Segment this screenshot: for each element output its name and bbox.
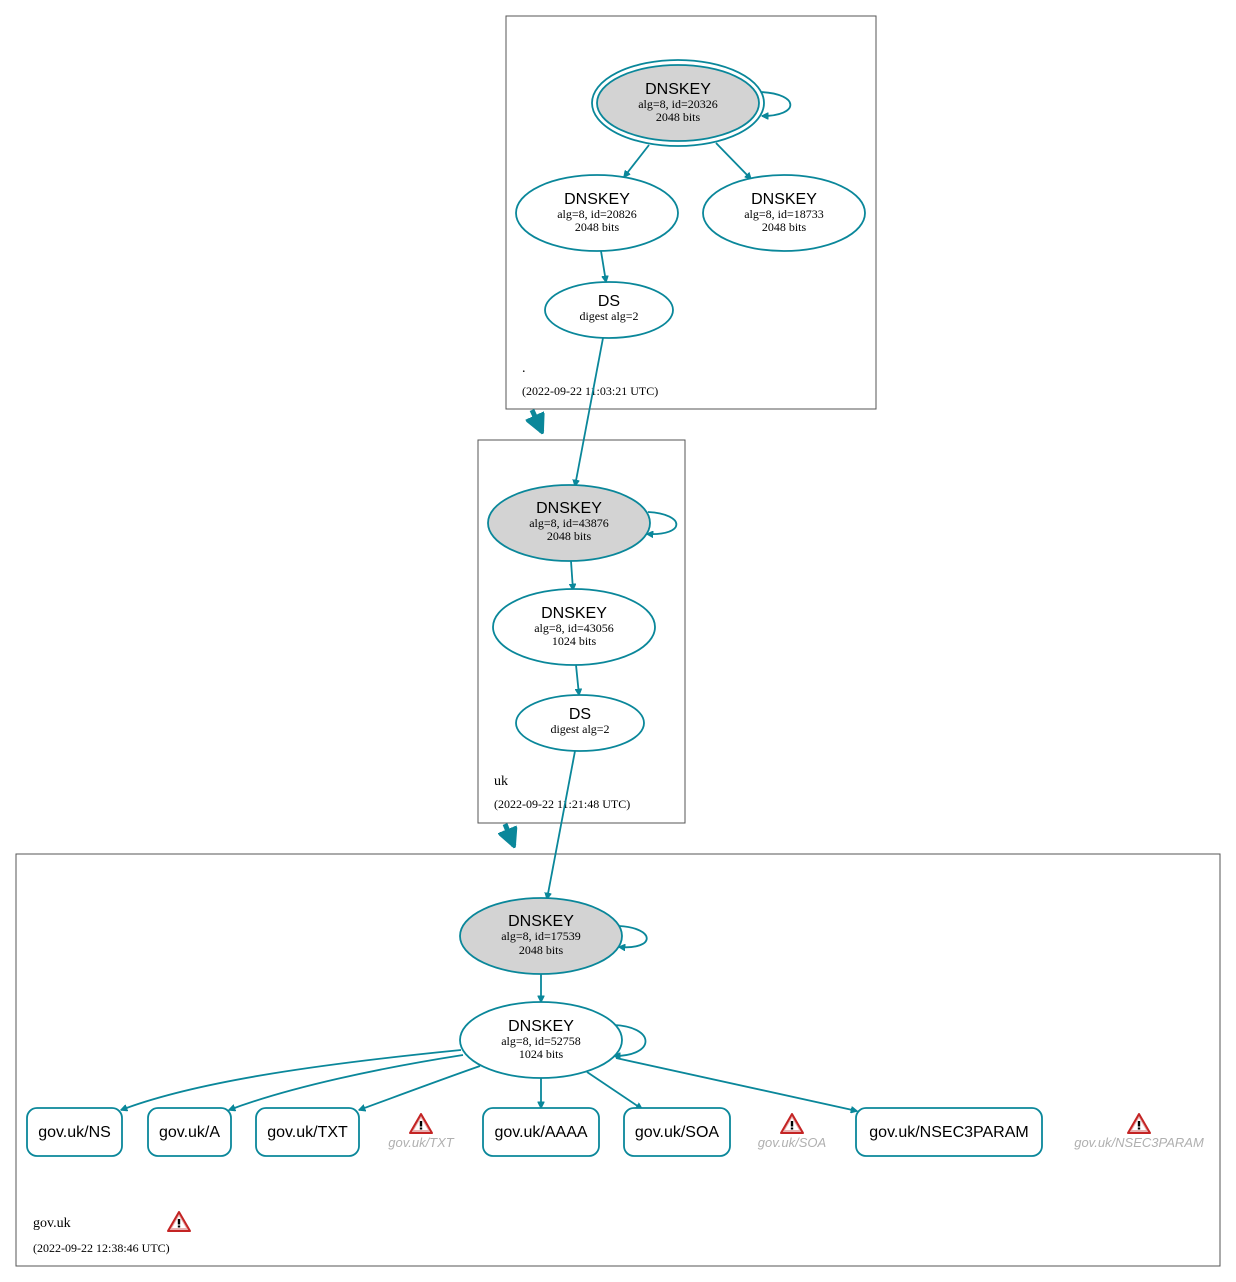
zone-uk-box xyxy=(477,439,686,824)
node-title: DS xyxy=(598,293,620,310)
ghost-rrset-label: gov.uk/NSEC3PARAM xyxy=(1074,1135,1204,1150)
edge-zsk-soa xyxy=(586,1071,642,1109)
rrset-node-a[interactable]: gov.uk/A xyxy=(147,1107,232,1157)
delegation-arrow-uk-govuk xyxy=(505,823,514,846)
edge-zsk-a xyxy=(229,1054,464,1110)
dnskey-node-govuk-ksk[interactable]: DNSKEY alg=8, id=17539 2048 bits xyxy=(459,897,623,975)
warning-triangle-icon xyxy=(409,1113,433,1134)
node-detail: 1024 bits xyxy=(552,634,597,648)
selfloop-govuk-ksk xyxy=(619,925,648,947)
zone-root-box xyxy=(505,15,877,410)
node-detail: 2048 bits xyxy=(519,943,564,957)
rrset-label: gov.uk/NSEC3PARAM xyxy=(869,1124,1028,1141)
selfloop-root-ksk xyxy=(760,91,792,116)
zone-govuk-name: gov.uk xyxy=(33,1216,71,1231)
dnskey-node-root-zsk-20826[interactable]: DNSKEY alg=8, id=20826 2048 bits xyxy=(515,174,679,252)
rrset-label: gov.uk/AAAA xyxy=(494,1124,587,1141)
node-detail: 2048 bits xyxy=(547,529,592,543)
ghost-rrset-nsec3param[interactable]: gov.uk/NSEC3PARAM xyxy=(1074,1113,1204,1150)
node-detail: digest alg=2 xyxy=(579,309,638,323)
ghost-rrset-soa[interactable]: gov.uk/SOA xyxy=(758,1113,826,1150)
node-detail: alg=8, id=18733 xyxy=(744,207,824,221)
node-detail: 2048 bits xyxy=(762,220,807,234)
ghost-rrset-label: gov.uk/SOA xyxy=(758,1135,826,1150)
ds-node-govuk[interactable]: DS digest alg=2 xyxy=(515,694,645,752)
edge-root-ksk-zsk2 xyxy=(715,142,751,179)
node-title: DNSKEY xyxy=(536,500,602,517)
selfloop-govuk-zsk xyxy=(614,1024,647,1056)
rrset-node-txt[interactable]: gov.uk/TXT xyxy=(255,1107,360,1157)
node-title: DNSKEY xyxy=(508,1018,574,1035)
zone-govuk-timestamp: (2022-09-22 12:38:46 UTC) xyxy=(33,1241,170,1255)
edge-zsk-txt xyxy=(359,1065,481,1110)
node-detail: alg=8, id=43056 xyxy=(534,621,614,635)
node-title: DNSKEY xyxy=(645,81,711,98)
node-detail: 2048 bits xyxy=(575,220,620,234)
rrset-node-soa[interactable]: gov.uk/SOA xyxy=(623,1107,731,1157)
node-detail: alg=8, id=17539 xyxy=(501,929,581,943)
warning-triangle-icon xyxy=(167,1211,191,1232)
zone-govuk-box xyxy=(15,853,1221,1267)
zone-root-name: . xyxy=(522,361,526,376)
edge-zsk-ns xyxy=(121,1049,462,1110)
edge-root-zsk1-ds xyxy=(600,250,606,282)
node-detail: alg=8, id=20826 xyxy=(557,207,637,221)
rrset-label: gov.uk/TXT xyxy=(267,1124,348,1141)
edge-uk-ksk-zsk xyxy=(571,560,573,590)
dnskey-node-govuk-zsk[interactable]: DNSKEY alg=8, id=52758 1024 bits xyxy=(459,1001,623,1079)
zone-root-timestamp: (2022-09-22 11:03:21 UTC) xyxy=(522,384,658,398)
node-title: DS xyxy=(569,706,591,723)
node-detail: alg=8, id=52758 xyxy=(501,1034,581,1048)
ghost-rrset-txt[interactable]: gov.uk/TXT xyxy=(388,1113,455,1150)
edge-uk-zsk-ds xyxy=(576,664,579,695)
edge-zsk-nsec3param xyxy=(615,1057,857,1111)
rrset-node-aaaa[interactable]: gov.uk/AAAA xyxy=(482,1107,600,1157)
rrset-label: gov.uk/A xyxy=(159,1124,220,1141)
node-title: DNSKEY xyxy=(564,191,630,208)
edge-ds-govuk-ksk xyxy=(547,750,576,899)
ds-node-uk[interactable]: DS digest alg=2 xyxy=(544,281,674,339)
rrset-label: gov.uk/SOA xyxy=(635,1124,720,1141)
node-title: DNSKEY xyxy=(508,913,574,930)
rrset-node-ns[interactable]: gov.uk/NS xyxy=(26,1107,123,1157)
node-detail: 2048 bits xyxy=(656,110,701,124)
zone-uk-timestamp: (2022-09-22 11:21:48 UTC) xyxy=(494,797,630,811)
zone-uk-name: uk xyxy=(494,774,508,789)
rrset-node-nsec3param[interactable]: gov.uk/NSEC3PARAM xyxy=(855,1107,1043,1157)
edge-ds-uk-ksk xyxy=(575,337,604,486)
dnskey-node-root-ksk[interactable]: DNSKEY alg=8, id=20326 2048 bits xyxy=(591,59,765,147)
warning-triangle-icon xyxy=(1127,1113,1151,1134)
node-detail: alg=8, id=43876 xyxy=(529,516,609,530)
ghost-rrset-label: gov.uk/TXT xyxy=(388,1135,455,1150)
node-detail: digest alg=2 xyxy=(550,722,609,736)
node-title: DNSKEY xyxy=(751,191,817,208)
node-detail: 1024 bits xyxy=(519,1047,564,1061)
node-title: DNSKEY xyxy=(541,605,607,622)
dnskey-node-root-zsk-18733[interactable]: DNSKEY alg=8, id=18733 2048 bits xyxy=(702,174,866,252)
warning-triangle-icon xyxy=(780,1113,804,1134)
edge-root-ksk-zsk1 xyxy=(624,144,650,177)
selfloop-uk-ksk xyxy=(647,511,678,534)
dnskey-node-uk-ksk[interactable]: DNSKEY alg=8, id=43876 2048 bits xyxy=(487,484,651,562)
rrset-label: gov.uk/NS xyxy=(38,1124,111,1141)
node-detail: alg=8, id=20326 xyxy=(638,97,718,111)
dnskey-node-uk-zsk[interactable]: DNSKEY alg=8, id=43056 1024 bits xyxy=(492,588,656,666)
delegation-arrow-root-uk xyxy=(532,408,542,432)
